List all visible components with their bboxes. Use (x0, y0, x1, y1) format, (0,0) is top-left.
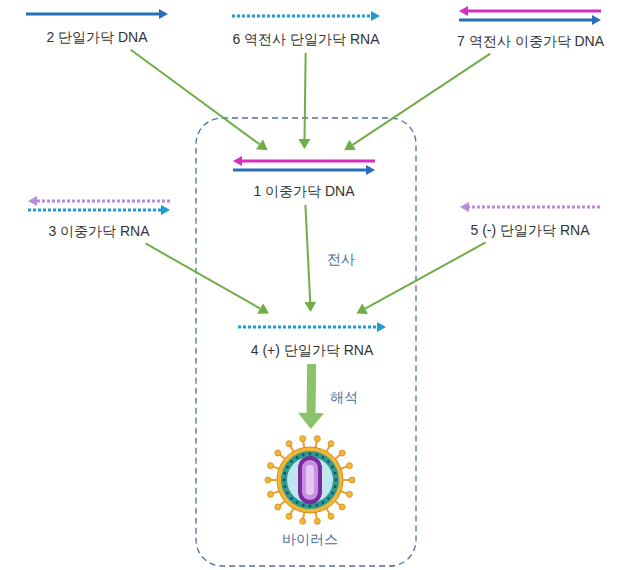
strand-line (37, 200, 170, 203)
strand-head (233, 156, 242, 166)
flow-arrow-head (257, 303, 269, 313)
molecule-icon (232, 6, 380, 26)
flow-arrow (356, 242, 485, 314)
molecule-node: 1 이중가닥 DNA (229, 152, 379, 202)
flow-arrow (131, 50, 268, 150)
flow-arrow (344, 54, 490, 151)
flow-arrow (299, 53, 311, 149)
flow-arrow (304, 205, 316, 312)
flow-arrow-line (305, 205, 310, 302)
flow-arrow (146, 243, 269, 313)
strand-head (459, 6, 468, 16)
strand-head (371, 11, 380, 21)
flow-arrow-head (356, 303, 368, 314)
node-label: 1 이중가닥 DNA (233, 182, 375, 200)
flow-arrow-head (304, 302, 316, 312)
flow-arrow (298, 364, 324, 429)
strand-line (468, 10, 601, 13)
connector-group (131, 50, 490, 429)
molecule-icon (460, 197, 600, 217)
node-label: 2 단일가닥 DNA (26, 28, 168, 46)
strand-line (242, 160, 375, 163)
node-label: 4 (+) 단일가닥 RNA (238, 341, 386, 359)
region-boundary (196, 118, 416, 566)
strand-line (238, 326, 377, 329)
strand-head (377, 322, 386, 332)
molecule-node: 5 (-) 단일가닥 RNA (456, 195, 604, 241)
molecule-icon (28, 194, 170, 218)
strand-head (366, 165, 375, 175)
molecule-icon (264, 434, 356, 526)
node-label: 3 이중가닥 RNA (28, 222, 170, 240)
strand-head (28, 196, 37, 206)
flow-arrow-head (344, 140, 356, 151)
molecule-node: 2 단일가닥 DNA (22, 2, 172, 48)
molecule-node: 6 역전사 단일가닥 RNA (228, 4, 384, 50)
flow-arrow-line (305, 53, 306, 139)
strand-line (232, 15, 371, 18)
molecule-icon (233, 154, 375, 178)
molecule-node: 4 (+) 단일가닥 RNA (234, 315, 390, 361)
node-label: 5 (-) 단일가닥 RNA (460, 221, 600, 239)
strand-line (459, 19, 592, 22)
molecule-icon (26, 4, 168, 24)
edge-label: 해석 (327, 388, 361, 406)
flow-arrow-line (353, 54, 491, 145)
molecule-node: 3 이중가닥 RNA (24, 192, 174, 242)
flow-arrow-head (256, 139, 268, 150)
node-label: 바이러스 (264, 530, 356, 548)
flow-arrow-line (365, 242, 485, 308)
strand-line (26, 13, 159, 16)
virus-node: 바이러스 (260, 432, 360, 550)
strand-line (233, 169, 366, 172)
strand-head (592, 15, 601, 25)
flow-arrow-line (146, 243, 261, 308)
flow-arrow-head (299, 139, 311, 149)
strand-head (161, 205, 170, 215)
molecule-node: 7 역전사 이중가닥 DNA (452, 2, 608, 52)
molecule-icon (459, 4, 601, 28)
flow-arrow-line (307, 364, 317, 413)
node-label: 7 역전사 이중가닥 DNA (456, 32, 604, 50)
strand-head (460, 202, 469, 212)
strand-line (469, 206, 600, 209)
strand-head (159, 9, 168, 19)
flow-arrow-line (131, 50, 260, 145)
molecule-icon (238, 317, 386, 337)
node-label: 6 역전사 단일가닥 RNA (232, 30, 380, 48)
edge-label: 전사 (324, 250, 358, 268)
strand-line (28, 209, 161, 212)
virus-illustration (265, 436, 355, 525)
flow-arrow-head (298, 413, 324, 429)
